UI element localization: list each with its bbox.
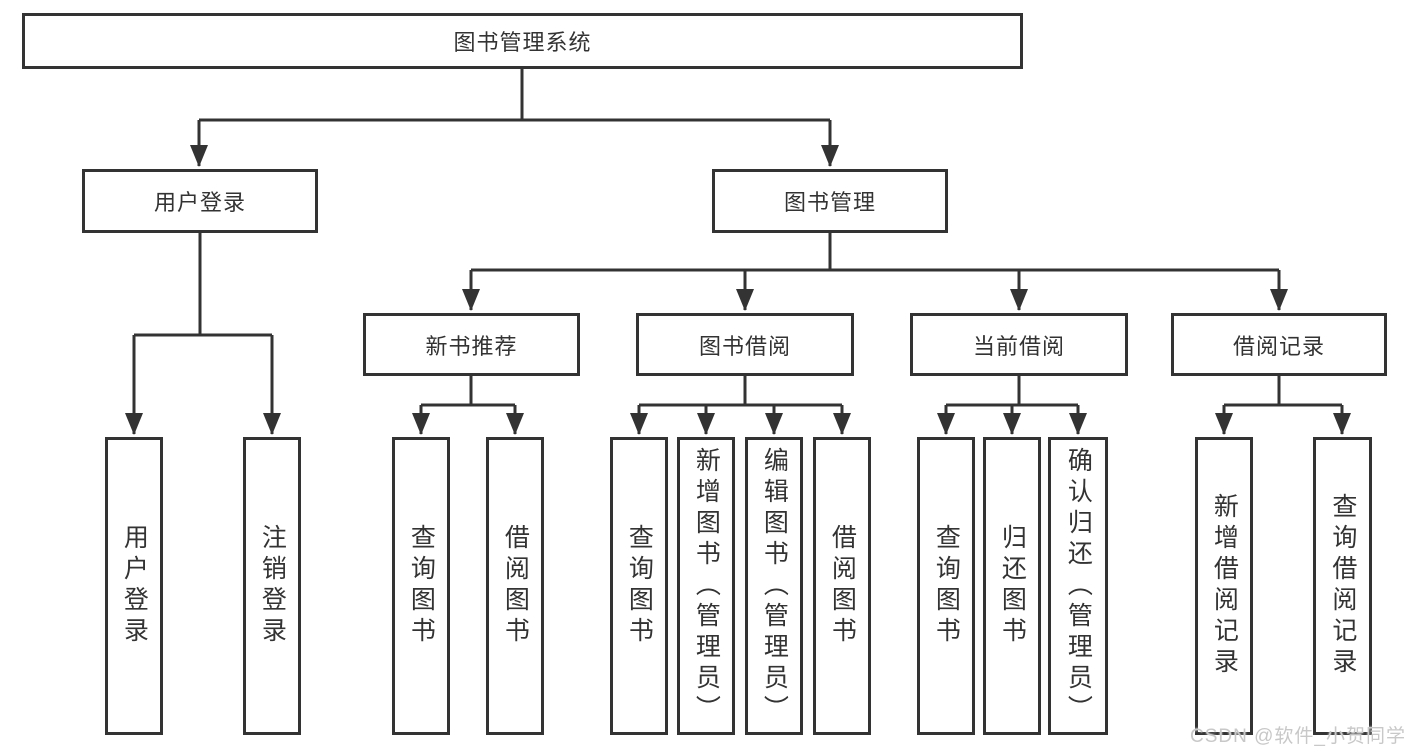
node-leaf-add-books-admin: 新增图书（管理员） (677, 437, 735, 735)
node-label: 查询图书 (625, 524, 654, 648)
node-user-login: 用户登录 (82, 169, 318, 233)
node-root-library-system: 图书管理系统 (22, 13, 1023, 69)
node-leaf-recommend-borrow-books: 借阅图书 (486, 437, 544, 735)
csdn-watermark: CSDN @软件_小贺同学 (1190, 726, 1405, 747)
node-leaf-borrow-query-books: 查询图书 (610, 437, 668, 735)
node-leaf-current-query-books: 查询图书 (917, 437, 975, 735)
node-book-borrow: 图书借阅 (636, 313, 854, 376)
connector-group (125, 68, 1351, 435)
node-label: 归还图书 (998, 524, 1027, 648)
node-label: 当前借阅 (972, 333, 1065, 359)
node-leaf-recommend-query-books: 查询图书 (392, 437, 450, 735)
node-label: 查询借阅记录 (1328, 493, 1357, 679)
node-leaf-edit-books-admin: 编辑图书（管理员） (745, 437, 803, 735)
node-label: 确认归还（管理员） (1064, 446, 1093, 726)
node-new-book-recommend: 新书推荐 (363, 313, 580, 376)
node-label: 图书借阅 (698, 333, 791, 359)
node-label: 图书管理 (783, 190, 876, 215)
node-leaf-query-borrow-record: 查询借阅记录 (1313, 437, 1372, 735)
node-label: 借阅图书 (828, 524, 857, 648)
node-label: 新增图书（管理员） (692, 446, 721, 726)
node-leaf-user-login: 用户登录 (105, 437, 163, 735)
node-label: 新增借阅记录 (1210, 493, 1239, 679)
node-leaf-logout: 注销登录 (243, 437, 301, 735)
node-label: 编辑图书（管理员） (760, 446, 789, 726)
node-current-borrow: 当前借阅 (910, 313, 1128, 376)
node-label: 用户登录 (153, 190, 246, 215)
node-label: 查询图书 (932, 524, 961, 648)
node-book-management: 图书管理 (712, 169, 948, 233)
node-leaf-confirm-return-admin: 确认归还（管理员） (1048, 437, 1108, 735)
node-leaf-borrow-books: 借阅图书 (813, 437, 871, 735)
node-label: 注销登录 (258, 524, 287, 648)
node-leaf-return-books: 归还图书 (983, 437, 1041, 735)
node-borrow-records: 借阅记录 (1171, 313, 1387, 376)
node-leaf-add-borrow-record: 新增借阅记录 (1195, 437, 1253, 735)
node-label: 用户登录 (120, 524, 149, 648)
node-label: 借阅记录 (1232, 333, 1325, 359)
node-label: 图书管理系统 (453, 30, 592, 55)
node-label: 查询图书 (407, 524, 436, 648)
node-label: 借阅图书 (501, 524, 530, 648)
node-label: 新书推荐 (425, 333, 518, 359)
